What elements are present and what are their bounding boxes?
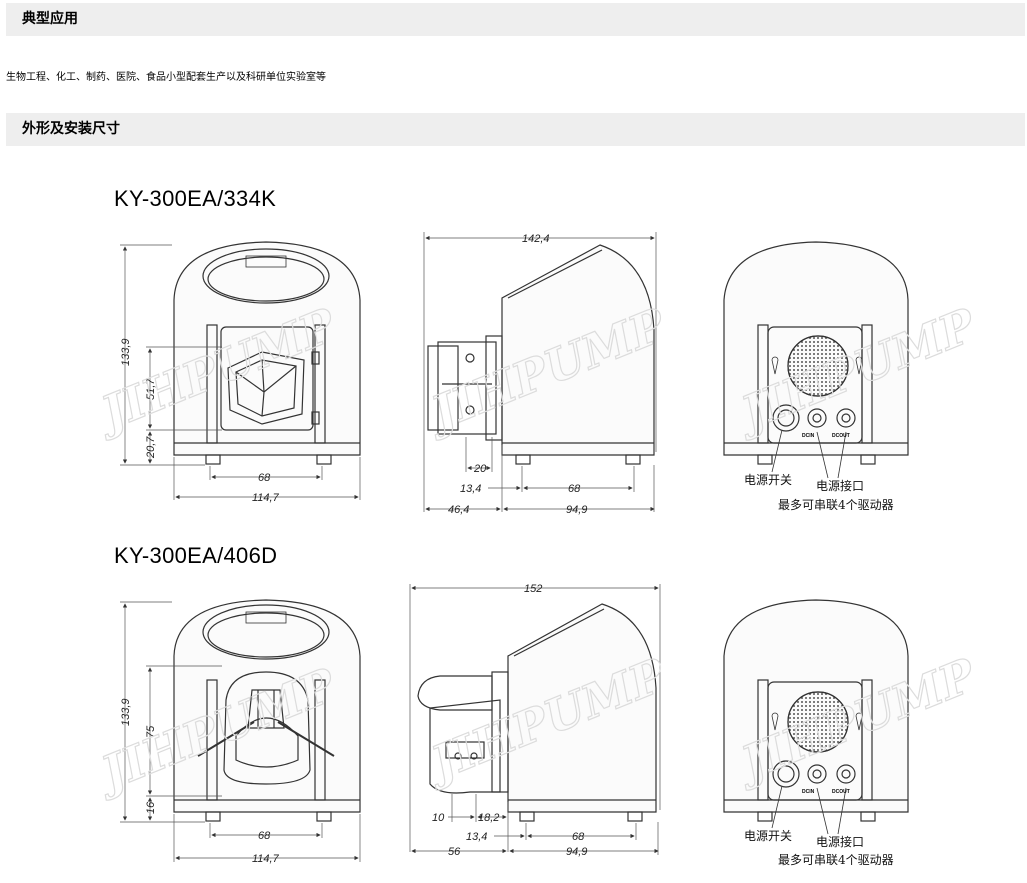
model1-back-view (723, 241, 909, 479)
m2-side-offset1-label: 10 (432, 812, 445, 824)
m1-side-body-depth-label: 94,9 (566, 504, 587, 516)
m2-side-depth-label: 152 (524, 583, 542, 595)
m2-back-power-port-label: 电源接口 (816, 834, 864, 849)
m2-side-foot-span-label: 68 (572, 831, 585, 843)
m2-side-body-depth-label: 94,9 (566, 846, 587, 858)
m2-side-offset2-label: 18,2 (478, 812, 499, 824)
m2-back-power-switch-label: 电源开关 (744, 829, 792, 843)
m1-front-head-height-label: 51,7 (145, 378, 157, 400)
model2-side-dimensions (409, 584, 661, 855)
m1-back-power-switch-label: 电源开关 (744, 473, 792, 487)
m1-side-offset2-label: 13,4 (460, 483, 481, 495)
section-header-application: 典型应用 (6, 3, 1025, 36)
m1-side-offset1-label: 20 (473, 463, 487, 475)
m2-back-port-in-label: DCIN (802, 789, 815, 795)
model1-front-view (173, 241, 361, 465)
section-title-dimensions: 外形及安装尺寸 (22, 121, 120, 137)
model2-front-dimensions (120, 601, 361, 862)
m1-back-power-port-label: 电源接口 (816, 478, 864, 493)
m1-side-head-depth-label: 46,4 (448, 504, 469, 516)
m1-side-foot-span-label: 68 (568, 483, 581, 495)
model1-front-dimensions (120, 244, 361, 500)
model2-front-view (173, 599, 361, 822)
m1-front-foot-span-label: 68 (258, 472, 271, 484)
m2-back-port-out-label: DCOUT (832, 789, 850, 795)
m2-back-chain-note: 最多可串联4个驱动器 (778, 853, 894, 867)
m1-front-base-height-label: 20,7 (145, 436, 157, 459)
m2-side-offset3-label: 13,4 (466, 831, 487, 843)
m2-front-head-height-label: 75 (145, 725, 157, 738)
m2-front-foot-span-label: 68 (258, 830, 271, 842)
m1-back-port-out-label: DCOUT (832, 433, 850, 439)
section-header-dimensions: 外形及安装尺寸 (6, 113, 1025, 146)
model2-back-view (723, 599, 909, 835)
m2-front-base-height-label: 16 (145, 801, 157, 814)
m1-back-port-in-label: DCIN (802, 433, 815, 439)
m2-front-width-label: 114,7 (252, 853, 280, 865)
section-title-application: 典型应用 (22, 11, 78, 27)
m1-back-chain-note: 最多可串联4个驱动器 (778, 498, 894, 512)
m2-front-height-label: 133,9 (120, 698, 132, 726)
m2-side-head-depth-label: 56 (448, 846, 461, 858)
m1-side-depth-label: 142,4 (522, 233, 550, 245)
model-title-1: KY-300EA/334K (114, 186, 277, 211)
application-description: 生物工程、化工、制药、医院、食品小型配套生产以及科研单位实验室等 (6, 72, 326, 83)
model1-side-dimensions (423, 232, 657, 512)
model-title-2: KY-300EA/406D (114, 543, 278, 568)
model2-side-view (417, 603, 657, 822)
m1-front-height-label: 133,9 (120, 338, 132, 366)
model1-side-view (427, 244, 655, 465)
m1-front-width-label: 114,7 (252, 492, 280, 504)
